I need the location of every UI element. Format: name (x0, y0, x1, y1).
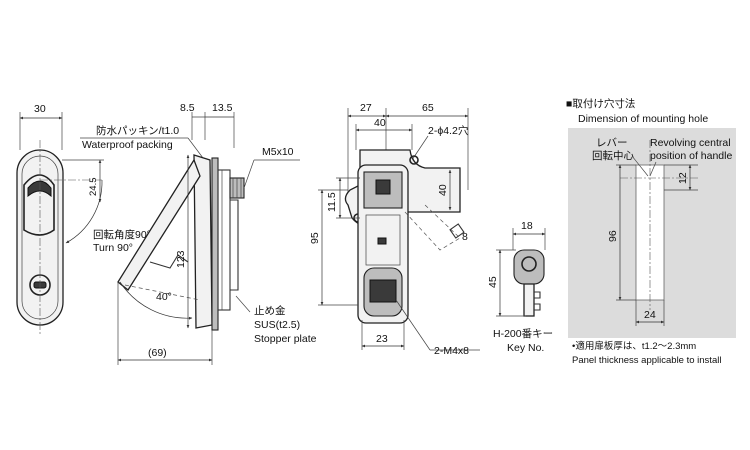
mounting-title-jp: ■取付け穴寸法 (566, 97, 635, 110)
side-thickness-a-label: 8.5 (180, 102, 195, 114)
rear-dim-11-5-label: 11.5 (326, 192, 338, 212)
key-width-label: 18 (521, 220, 533, 232)
rear-dim-40-top-label: 40 (374, 117, 386, 129)
front-height-label: 123 (175, 250, 187, 268)
rear-dim-27-label: 27 (360, 102, 372, 114)
side-thickness-b-label: 13.5 (212, 102, 233, 114)
rear-view: 27 65 40 2-ϕ4.2穴 40 11.5 95 (309, 102, 480, 357)
packing-en-label: Waterproof packing (82, 139, 173, 151)
key-view: 18 45 H-200番キー Key No. (487, 220, 553, 354)
stopper-en-label: Stopper plate (254, 333, 317, 345)
rear-dim-65-label: 65 (422, 102, 434, 114)
rotation-jp-label: 回転角度90° (93, 228, 151, 241)
lever-jp-2: 回転中心 (592, 149, 634, 162)
rear-hole-label: 2-ϕ4.2穴 (428, 124, 469, 137)
mount-dim-96-label: 96 (607, 230, 619, 242)
side-swing-label: (69) (148, 347, 167, 359)
stopper-jp-label: 止め金 (254, 304, 286, 317)
side-angle-label: 40° (156, 291, 172, 303)
mount-dim-12-label: 12 (677, 172, 689, 184)
rear-dim-40-side-label: 40 (437, 184, 449, 196)
key-head-icon (513, 249, 545, 285)
packing-jp-label: 防水パッキン/t1.0 (96, 124, 179, 137)
lever-jp-1: レバー (596, 137, 628, 149)
key-name-en: Key No. (507, 342, 544, 354)
front-view: 30 24.5 回転角度90° Turn 90° (16, 103, 151, 335)
rear-dim-95-label: 95 (309, 232, 321, 244)
mounting-title-en: Dimension of mounting hole (578, 113, 708, 125)
front-width-label: 30 (34, 103, 46, 115)
front-offset-label: 24.5 (88, 178, 99, 197)
key-blade (523, 283, 535, 317)
screw-m5-label: M5x10 (262, 146, 294, 158)
stopper-sus-label: SUS(t2.5) (254, 319, 300, 331)
rear-screw-label: 2-M4x8 (434, 345, 469, 357)
key-height-label: 45 (487, 276, 499, 288)
door-panel (211, 157, 219, 331)
mount-note-en: Panel thickness applicable to install (572, 355, 721, 366)
rear-dim-8-label: 8 (462, 231, 468, 243)
mount-dim-24-label: 24 (644, 309, 656, 321)
mount-note-jp: •適用扉板厚は、t1.2～2.3mm (572, 340, 696, 352)
rear-dim-23-label: 23 (376, 333, 388, 345)
center-en-1: Revolving central (650, 137, 731, 149)
mounting-hole-view: ■取付け穴寸法 Dimension of mounting hole レバー 回… (566, 97, 736, 366)
side-view: 8.5 13.5 防水パッキン/t1.0 Waterproof packing … (80, 102, 317, 365)
key-name-jp: H-200番キー (493, 328, 553, 340)
center-en-2: position of handle (650, 150, 732, 162)
rotation-en-label: Turn 90° (93, 242, 133, 254)
